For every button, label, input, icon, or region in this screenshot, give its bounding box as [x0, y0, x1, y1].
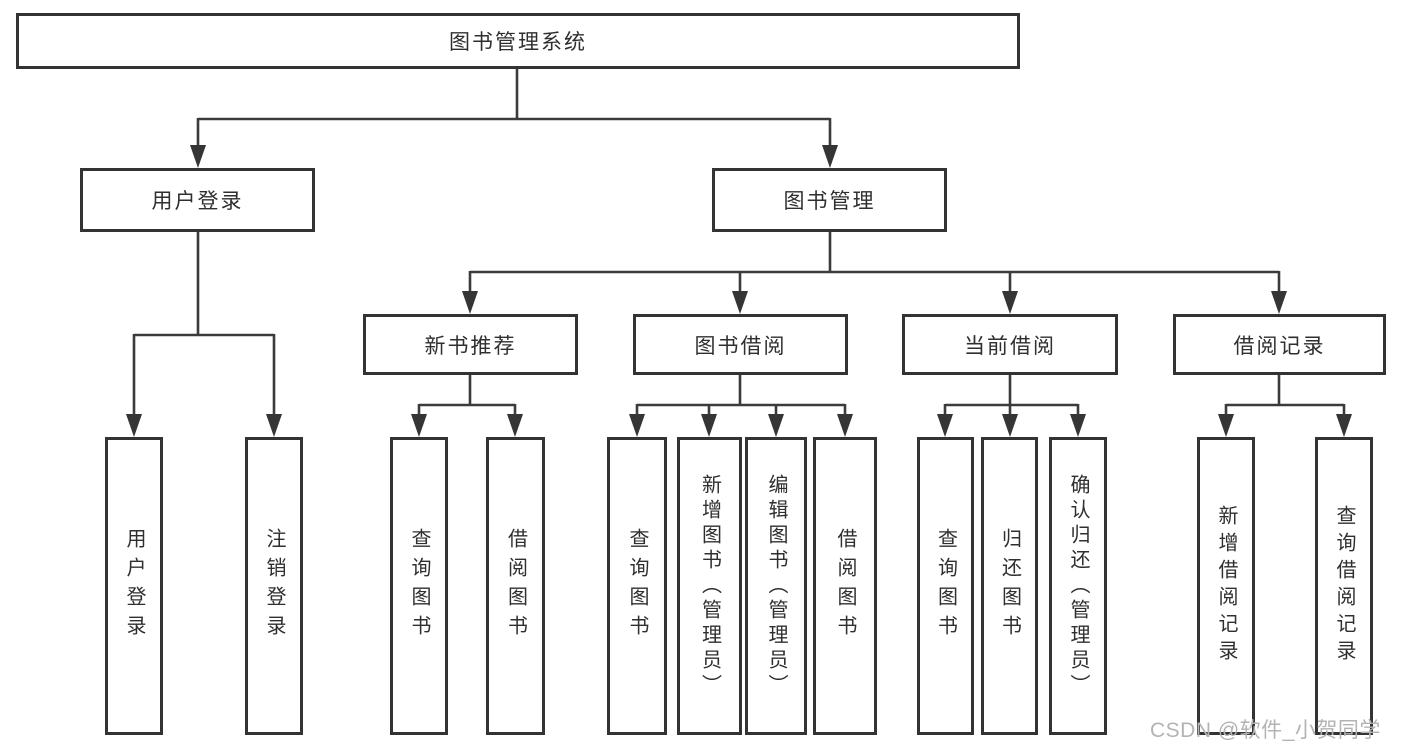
connector-bookborrow-to-leaves	[635, 375, 847, 416]
leaf-user-login: 用户登录	[105, 437, 163, 735]
leaf-borrow-add-books-admin: 新增图书（管理员）	[677, 437, 742, 735]
connector-newbookrec-to-leaves	[417, 375, 517, 416]
leaf-borrow-query-books: 查询图书	[607, 437, 667, 735]
node-new-book-recommend: 新书推荐	[363, 314, 578, 375]
node-borrow-records: 借阅记录	[1173, 314, 1386, 375]
leaf-borrow-edit-books-admin: 编辑图书（管理员）	[745, 437, 807, 735]
leaf-records-query-record: 查询借阅记录	[1315, 437, 1373, 735]
node-book-management: 图书管理	[712, 168, 947, 232]
leaf-newbook-borrow-books: 借阅图书	[486, 437, 545, 735]
leaf-current-return-books: 归还图书	[981, 437, 1038, 735]
connector-userlogin-to-leaves	[132, 232, 276, 416]
leaf-borrow-borrow-books: 借阅图书	[813, 437, 877, 735]
csdn-watermark: CSDN @软件_小贺同学	[1150, 719, 1381, 742]
connector-borrowrecords-to-leaves	[1224, 375, 1346, 416]
leaf-records-add-record: 新增借阅记录	[1197, 437, 1255, 735]
connector-currentborrow-to-leaves	[943, 375, 1080, 416]
node-root: 图书管理系统	[16, 13, 1020, 69]
leaf-logout: 注销登录	[245, 437, 303, 735]
node-current-borrow: 当前借阅	[902, 314, 1118, 375]
leaf-current-query-books: 查询图书	[917, 437, 974, 735]
arrowheads	[126, 145, 1352, 437]
node-user-login: 用户登录	[80, 168, 315, 232]
connector-bookmgmt-to-level3	[468, 232, 1281, 293]
connector-root-to-level2	[196, 68, 832, 147]
leaf-newbook-query-books: 查询图书	[390, 437, 448, 735]
node-book-borrow: 图书借阅	[633, 314, 848, 375]
leaf-current-confirm-return-admin: 确认归还（管理员）	[1049, 437, 1107, 735]
